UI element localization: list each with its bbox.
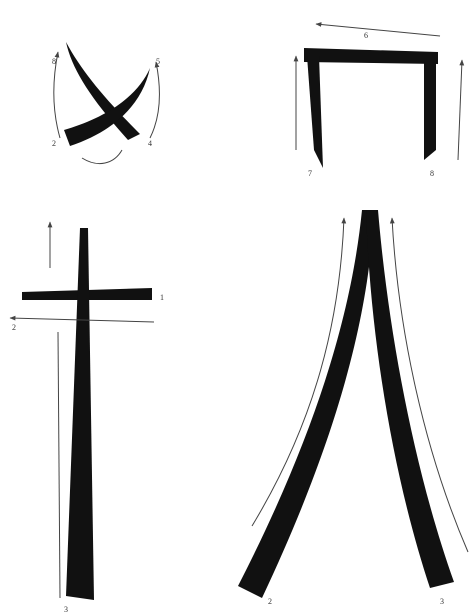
frame-guide-arrow-top [316,24,440,36]
frame-left-leg [307,56,323,168]
person-strokes-panel: 2 3 [238,210,468,606]
person-left-stroke [238,210,374,598]
frame-label-top: 6 [364,31,368,40]
crossed-guide-arrow-right [150,62,159,138]
cross-guide-arrow-vertical [58,332,60,598]
cross-label-1: 1 [160,293,164,302]
crossed-label-2: 2 [52,139,56,148]
crossed-guide-arrow-bottom [82,150,122,164]
person-guide-arrow-right [392,218,468,552]
frame-strokes-panel: 6 7 8 [296,24,462,178]
cross-label-2: 2 [12,323,16,332]
frame-label-left: 7 [308,169,312,178]
frame-label-right: 8 [430,169,434,178]
person-right-stroke [366,210,454,588]
crossed-label-3: 4 [148,139,152,148]
cross-strokes-panel: 1 2 3 [10,222,164,614]
crossed-label-1: 8 [52,57,56,66]
frame-right-leg [424,56,436,160]
cross-label-3: 3 [64,605,68,614]
person-label-left: 2 [268,597,272,606]
frame-guide-arrow-right [458,60,462,160]
cross-vertical-stem [66,228,94,600]
crossed-strokes-panel: 8 2 4 5 [52,42,160,164]
crossed-label-4: 5 [156,57,160,66]
frame-top-bar [304,48,438,64]
person-label-right: 3 [440,597,444,606]
